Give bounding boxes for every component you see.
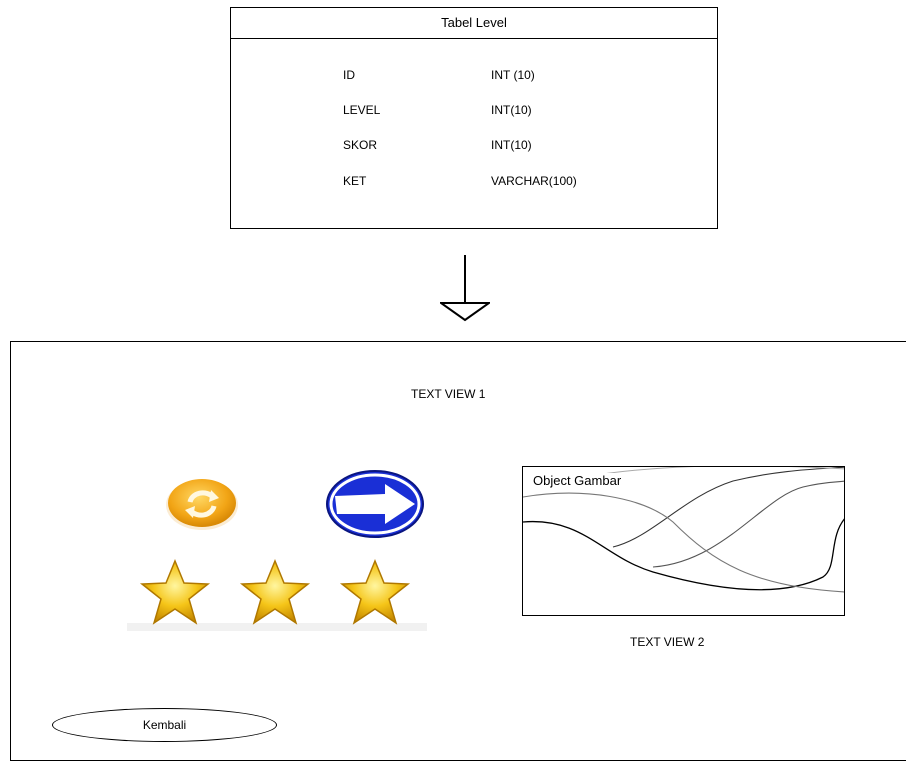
field-type: INT (10) [491, 68, 535, 82]
back-button[interactable]: Kembali [52, 708, 277, 742]
image-placeholder-graphic [523, 467, 844, 615]
field-type: VARCHAR(100) [491, 174, 577, 188]
field-type: INT(10) [491, 138, 532, 152]
next-arrow-icon[interactable] [325, 469, 425, 539]
text-view-2: TEXT VIEW 2 [630, 635, 705, 649]
field-type: INT(10) [491, 103, 532, 117]
database-table: Tabel Level ID INT (10) LEVEL INT(10) SK… [230, 7, 718, 229]
down-arrow-connector [440, 255, 490, 322]
table-title: Tabel Level [231, 8, 717, 39]
table-field-row: SKOR INT(10) [231, 138, 717, 154]
field-name: ID [343, 68, 355, 82]
field-name: KET [343, 174, 367, 188]
field-name: LEVEL [343, 103, 381, 117]
image-object: Object Gambar [522, 466, 845, 616]
star-icon [141, 560, 209, 624]
image-object-label: Object Gambar [531, 473, 624, 488]
text-view-1: TEXT VIEW 1 [411, 387, 486, 401]
refresh-icon[interactable] [162, 475, 242, 535]
table-field-row: LEVEL INT(10) [231, 103, 717, 119]
table-field-row: ID INT (10) [231, 68, 717, 84]
field-name: SKOR [343, 138, 378, 152]
star-icon [241, 560, 309, 624]
star-rating [127, 560, 427, 631]
star-icon [341, 560, 409, 624]
table-field-row: KET VARCHAR(100) [231, 174, 717, 190]
